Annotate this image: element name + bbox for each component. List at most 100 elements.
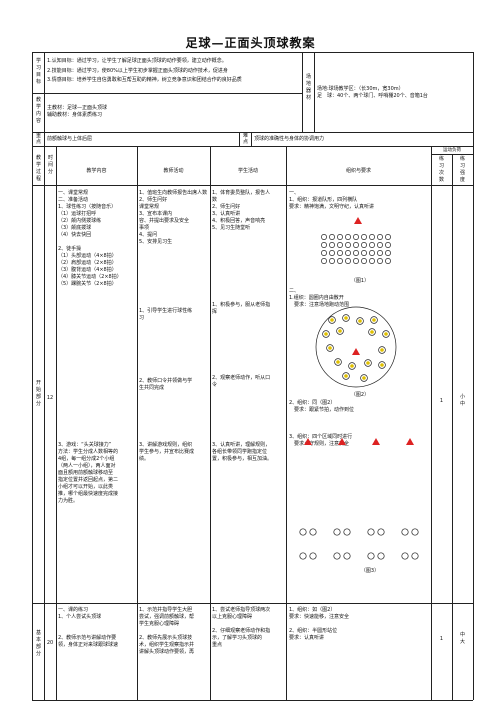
student-marker: [333, 528, 341, 536]
basic-teacher-a: 1、示范并指导学生大胆 尝试，强调前额触球，帮 学生克服心理障碍 2、教师先展示…: [139, 607, 195, 655]
start-student-a: 1、体育委员整队，报告人 数 2、师生问好 3、认真听讲 4、积极回答，声音响亮…: [212, 190, 271, 231]
student-marker: [353, 250, 359, 256]
ball-marker: [338, 329, 342, 333]
student-marker: [367, 528, 375, 536]
ball-marker: [362, 376, 366, 380]
start-content-b: 3、游戏：“头关球接力” 方法：学生分成人数相等的 4组，每一组分成2个小组 （…: [58, 442, 119, 504]
cone-marker: [406, 438, 414, 445]
student-marker: [377, 528, 385, 536]
student-marker: [353, 242, 359, 248]
student-marker: [309, 528, 317, 536]
ball-marker: [344, 316, 348, 320]
student-marker: [377, 258, 383, 264]
relay-zones: [299, 438, 419, 560]
student-marker: [329, 234, 335, 240]
start-student-c: 2、观察老师动作，听从口 令: [212, 375, 271, 388]
start-time: 12: [46, 395, 54, 401]
field-equipment: 场地:球场教学区：（长30m，宽30m） 足 球：40个、两个球门、呼哨棚20个…: [317, 86, 428, 99]
start-teacher-a: 1、值班生向教师报告出席人数 2、师生问好 课堂常规 3、宣布本课内 容、并提出…: [139, 190, 208, 245]
student-marker: [401, 528, 409, 536]
student-marker: [385, 242, 391, 248]
student-marker: [353, 258, 359, 264]
ball-marker: [336, 360, 340, 364]
start-teacher-d: 3、讲解游戏规则，组织 学生参与，并宣布比赛成 绩。: [139, 442, 195, 462]
student-marker: [377, 552, 385, 560]
basic-content-a: 一、课的练习 1、个人尝试头顶球 2、教师示范与讲解动作要 领，身体正对来球跟球…: [58, 607, 119, 648]
start-org-b: 二、 1.组织：圆圈内自由散开 要求：注意场地跑动范围: [289, 288, 350, 308]
ball-marker: [380, 348, 384, 352]
goal-2: 2.技能目标：通过学习，使80%以上学生初步掌握正面头顶球的动作技术，促进身: [47, 68, 228, 74]
key-point: 前额触球与上体后屈: [47, 136, 93, 142]
goal-1: 1.认知目标：通过学习，让学生了解足球正面头顶球的动作要领，建立动作概念。: [47, 58, 227, 64]
key-point-label: 重 点: [35, 133, 41, 145]
col-teacher-header: 教师活动: [163, 168, 184, 174]
activity-circle: [315, 306, 397, 388]
basic-part-label: 基 本 部 分: [35, 630, 41, 657]
scattered-students: [322, 314, 390, 382]
start-org-a: 一、 1、组织：报道队形，四列横队 要求：精神饱满，文明守纪，认真听讲: [289, 190, 375, 210]
teacher-marker: [352, 348, 360, 355]
student-marker: [369, 250, 375, 256]
student-marker: [321, 234, 327, 240]
ball-marker: [324, 332, 328, 336]
basic-org-a: 1、组织：如（图2） 要求：快速能移，注意安全 2、组织：半圆形站位 要求：认真…: [289, 607, 350, 641]
basic-time: 20: [46, 640, 54, 646]
student-marker: [361, 234, 367, 240]
col-student-header: 学生活动: [237, 168, 258, 174]
goal-3: 3.情感目标：培养学生自信勇敢和互帮互助的精神，树立竞争意识和团结合作的良好品质: [47, 77, 242, 83]
ball-marker: [330, 318, 334, 322]
start-org-c: 2、组织：同（图2） 要求：跟紧节拍，动作到位: [289, 400, 355, 413]
student-marker: [321, 242, 327, 248]
student-marker: [345, 250, 351, 256]
load-header: 运动负荷: [443, 148, 461, 153]
student-marker: [361, 242, 367, 248]
col-org-header: 组织与要求: [345, 168, 371, 174]
ball-marker: [370, 330, 374, 334]
load-count-header: 练 习 次 数: [438, 156, 444, 183]
start-content-a: 一、课堂常规 二、准备活动 1、球性练习（按随音乐） （1）运球打招呼 （2）颠…: [58, 190, 122, 287]
figure-3-caption: （图3）: [360, 568, 380, 574]
figure-1-caption: （图1）: [350, 278, 370, 284]
lesson-content: 主教材：足球—正面头顶球 辅助教材：身体素质练习: [47, 105, 108, 118]
student-marker: [329, 258, 335, 264]
basic-load-intensity: 中 大: [459, 632, 465, 645]
student-marker: [309, 552, 317, 560]
student-marker: [337, 242, 343, 248]
student-marker: [299, 528, 307, 536]
page-title: 足球—正面头顶球教案: [185, 36, 316, 50]
student-marker: [361, 258, 367, 264]
student-marker: [343, 552, 351, 560]
student-marker: [337, 250, 343, 256]
basic-student-a: 1、尝试老师指导顶球两次 以上克服心理障碍 2、仔细观察老师动作和指 示，了解学…: [212, 607, 271, 648]
student-marker: [369, 234, 375, 240]
formation-diagrams: [299, 217, 419, 560]
difficulty-label: 难 点: [242, 133, 248, 145]
student-marker: [329, 242, 335, 248]
start-load-intensity: 小 中: [459, 394, 465, 407]
start-load-count: 1: [439, 398, 444, 404]
start-org-d: 3、组织：四个区域同时进行 要求：守规则，注意安全: [289, 434, 353, 447]
student-marker: [361, 250, 367, 256]
start-student-d: 3、认真听讲，理解规则， 各组长带领同学跑指定位 置，积极参与，相互加油。: [212, 442, 273, 462]
ball-marker: [358, 319, 362, 323]
student-marker: [321, 250, 327, 256]
student-marker: [367, 552, 375, 560]
student-marker: [377, 234, 383, 240]
student-marker: [299, 552, 307, 560]
col-content-header: 教学内容: [86, 168, 107, 174]
student-marker: [369, 258, 375, 264]
student-marker: [411, 528, 419, 536]
start-teacher-c: 2、教师口令并领做与学 生共同完成: [139, 378, 193, 391]
ball-marker: [372, 318, 376, 322]
student-marker: [401, 552, 409, 560]
ball-marker: [350, 364, 354, 368]
student-marker: [343, 528, 351, 536]
student-marker: [385, 234, 391, 240]
student-marker: [385, 258, 391, 264]
ball-marker: [344, 374, 348, 378]
figure-2-caption: （图2）: [350, 392, 370, 398]
student-marker: [345, 234, 351, 240]
start-teacher-b: 1、引导学生进行球性练 习: [139, 308, 193, 321]
student-marker: [329, 250, 335, 256]
student-marker: [353, 234, 359, 240]
